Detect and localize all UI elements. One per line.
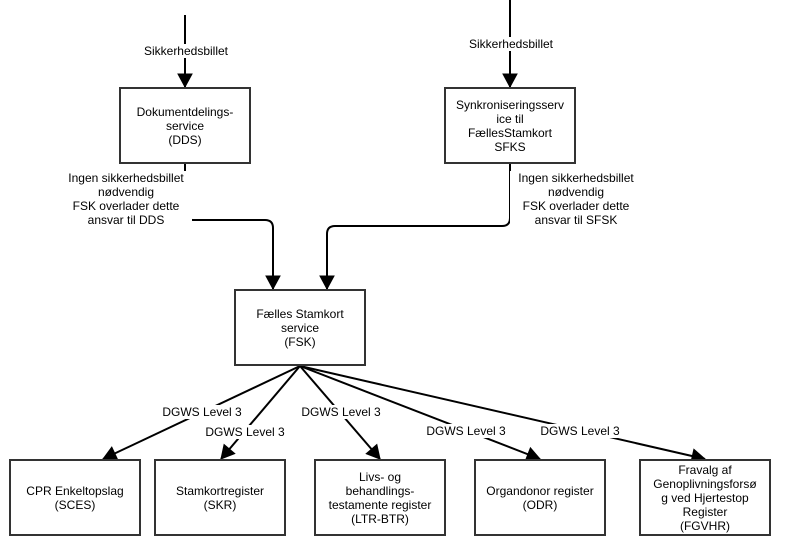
- edge-label-skr: DGWS Level 3: [200, 425, 290, 439]
- node-odr[interactable]: Organdonor register (ODR): [474, 459, 606, 536]
- node-fsk[interactable]: Fælles Stamkort service (FSK): [234, 289, 366, 366]
- node-fgvhr[interactable]: Fravalg af Genoplivningsforsø g ved Hjer…: [639, 459, 771, 536]
- edge-dds-fsk-arrowhead: [265, 275, 281, 291]
- edge-sfks-fsk: [326, 164, 511, 289]
- node-sces[interactable]: CPR Enkeltopslag (SCES): [9, 459, 141, 536]
- edge-fsk-skr-arrowhead: [220, 443, 236, 460]
- node-skr[interactable]: Stamkortregister (SKR): [154, 459, 286, 536]
- edge-fsk-odr: [299, 365, 541, 460]
- edge-label-dds-fsk: Ingen sikkerhedsbillet nødvendig FSK ove…: [60, 171, 192, 227]
- edge-dds-fsk: [184, 164, 274, 289]
- edge-label-sfks-in: Sikkerhedsbillet: [460, 37, 562, 51]
- edge-label-sces: DGWS Level 3: [157, 405, 247, 419]
- edge-fsk-ltr-arrowhead: [365, 443, 381, 460]
- node-sfks[interactable]: Synkroniseringsserv ice til FællesStamko…: [444, 87, 576, 164]
- edge-label-sfks-fsk: Ingen sikkerhedsbillet nødvendig FSK ove…: [510, 171, 642, 227]
- edge-label-ltr: DGWS Level 3: [296, 405, 386, 419]
- node-dds[interactable]: Dokumentdelings- service (DDS): [119, 87, 251, 164]
- edge-fsk-skr: [220, 365, 301, 460]
- edge-sfks-fsk-arrowhead: [319, 275, 335, 291]
- edge-label-dds-in: Sikkerhedsbillet: [135, 44, 237, 58]
- edge-sfks-in-arrowhead: [502, 73, 518, 89]
- edge-label-odr: DGWS Level 3: [421, 424, 511, 438]
- edge-dds-in-arrowhead: [177, 73, 193, 89]
- node-ltr[interactable]: Livs- og behandlings- testamente registe…: [314, 459, 446, 536]
- edge-label-fgvhr: DGWS Level 3: [535, 424, 625, 438]
- edge-fsk-fgvhr: [299, 365, 706, 460]
